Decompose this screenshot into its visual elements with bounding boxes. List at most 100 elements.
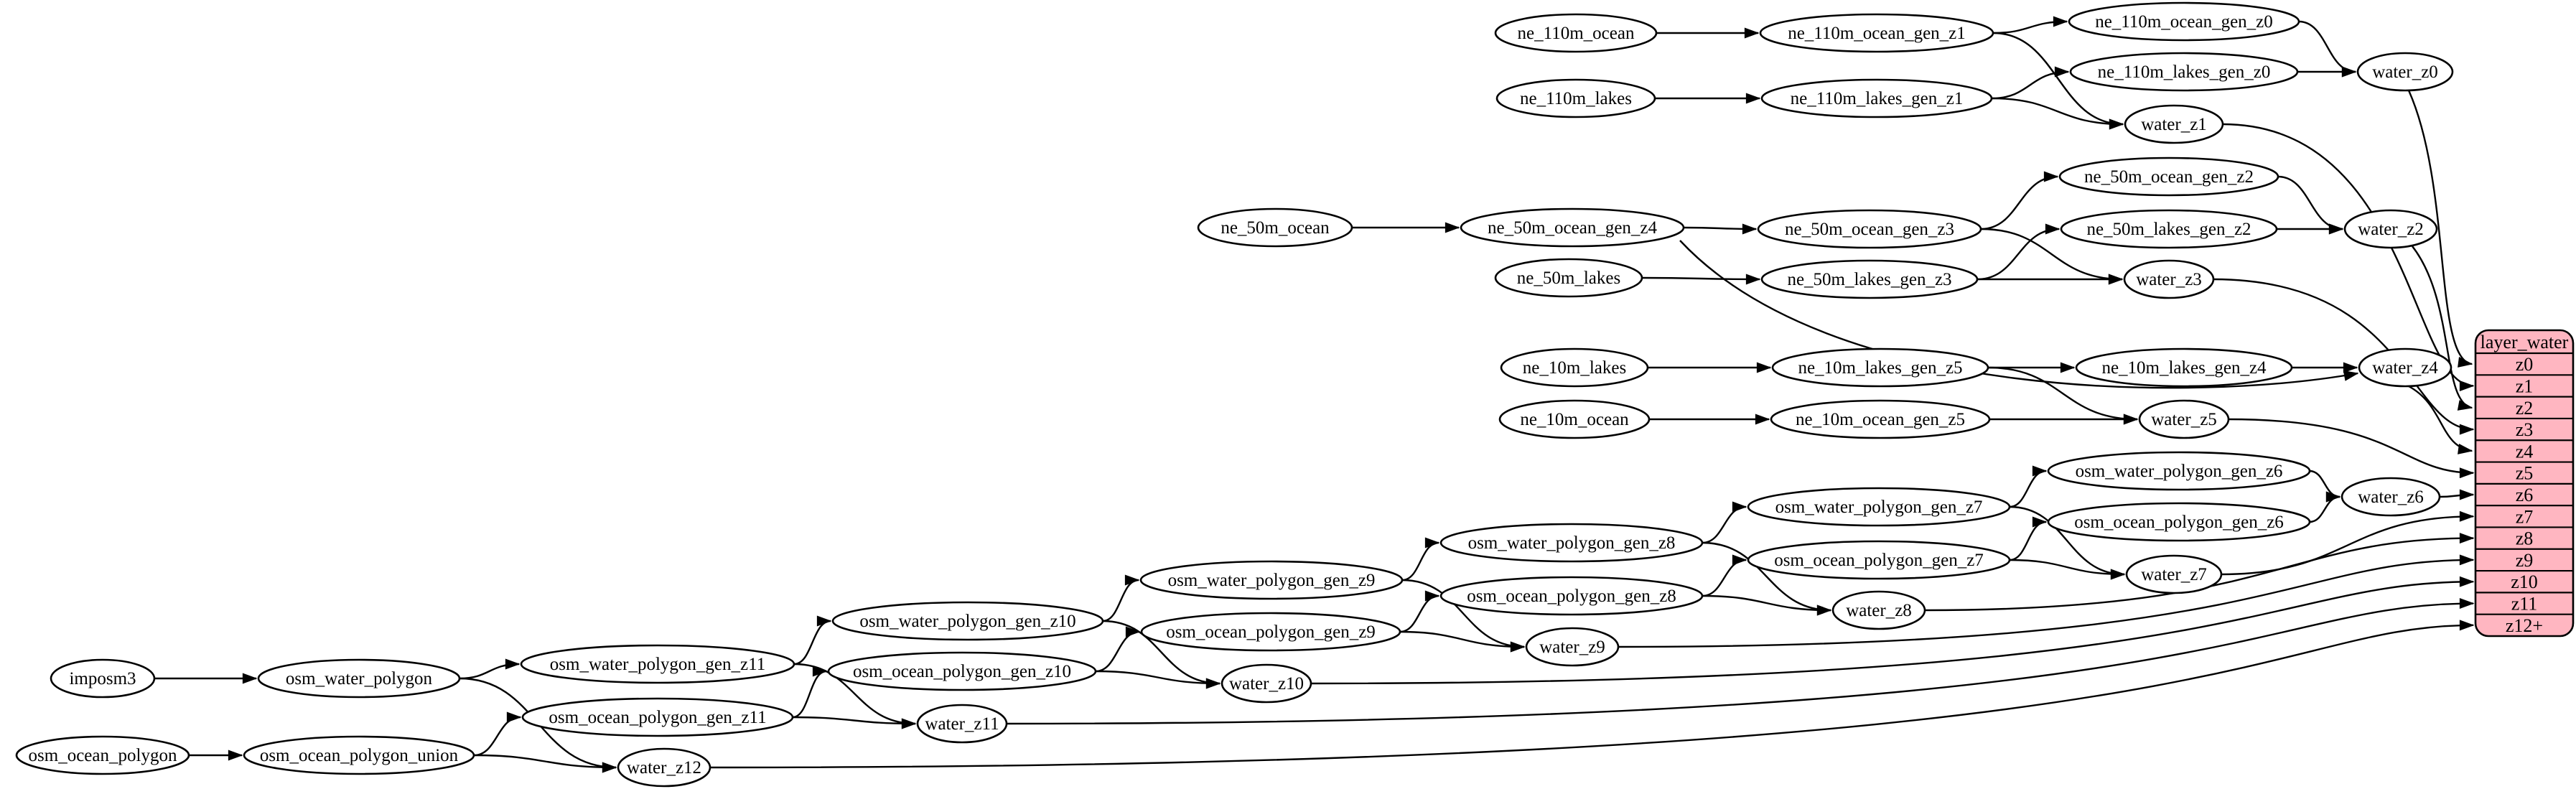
record-row-z4: z4 [2516, 441, 2534, 462]
edge-water_z2-to-layer_water-z2 [2412, 246, 2473, 411]
record-row-z2: z2 [2516, 398, 2534, 419]
node-label-ne_50m_lakes_gen_z3: ne_50m_lakes_gen_z3 [1787, 270, 1951, 289]
node-label-water_z8: water_z8 [1846, 601, 1912, 620]
node-shape-ne_110m_ocean_gen_z1 [1759, 13, 1994, 53]
node-osm_ocean_polygon_gen_z8: osm_ocean_polygon_gen_z8 [1439, 576, 1704, 616]
node-label-water_z6: water_z6 [2358, 487, 2424, 507]
node-shape-ne_110m_ocean [1494, 13, 1658, 53]
edge-water_z1-to-layer_water-z1 [2222, 123, 2475, 391]
node-osm_water_polygon_gen_z9: osm_water_polygon_gen_z9 [1139, 560, 1404, 600]
node-shape-osm_water_polygon_gen_z6 [2047, 451, 2311, 491]
edge-water_z5-to-layer_water-z5 [2228, 418, 2475, 479]
node-ne_110m_lakes: ne_110m_lakes [1495, 78, 1656, 118]
node-osm_ocean_polygon_union: osm_ocean_polygon_union [243, 735, 475, 775]
node-label-water_z2: water_z2 [2358, 220, 2424, 239]
node-osm_water_polygon_gen_z8: osm_water_polygon_gen_z8 [1439, 523, 1704, 563]
node-shape-osm_ocean_polygon_union [243, 735, 475, 775]
node-ne_10m_lakes_gen_z5: ne_10m_lakes_gen_z5 [1771, 347, 1989, 388]
node-shape-ne_110m_lakes [1495, 78, 1656, 118]
node-ne_10m_lakes: ne_10m_lakes [1500, 347, 1649, 388]
edge-water_z0-to-layer_water-z0 [2407, 90, 2473, 368]
record-row-z1: z1 [2516, 375, 2534, 396]
node-label-ne_10m_ocean_gen_z5: ne_10m_ocean_gen_z5 [1796, 410, 1965, 429]
node-water_z7: water_z7 [2125, 554, 2223, 594]
node-water_z10: water_z10 [1221, 663, 1312, 704]
node-shape-water_z9 [1525, 627, 1620, 667]
node-shape-ne_50m_ocean_gen_z3 [1757, 209, 1982, 249]
record-row-z5: z5 [2516, 463, 2534, 484]
node-label-osm_ocean_polygon_gen_z11: osm_ocean_polygon_gen_z11 [549, 708, 766, 727]
node-shape-osm_ocean_polygon_gen_z11 [521, 697, 794, 737]
node-label-water_z11: water_z11 [925, 714, 999, 734]
record-row-z12+: z12+ [2506, 615, 2543, 636]
node-shape-water_z8 [1831, 590, 1926, 630]
node-label-osm_water_polygon: osm_water_polygon [286, 669, 433, 688]
edge-osm_ocean_polygon_gen_z8-to-osm_ocean_polygon_gen_z7 [1702, 554, 1747, 597]
record-row-z9: z9 [2516, 550, 2534, 571]
node-shape-ne_50m_lakes_gen_z2 [2060, 209, 2278, 249]
node-shape-water_z0 [2356, 52, 2454, 92]
node-shape-water_z7 [2125, 554, 2223, 594]
edge-osm_ocean_polygon_gen_z7-to-water_z7 [2009, 559, 2126, 580]
node-shape-osm_water_polygon_gen_z7 [1747, 487, 2011, 527]
node-label-water_z12: water_z12 [627, 758, 701, 778]
node-shape-ne_10m_lakes [1500, 347, 1649, 388]
node-shape-ne_10m_ocean_gen_z5 [1770, 399, 1991, 439]
node-osm_ocean_polygon_gen_z7: osm_ocean_polygon_gen_z7 [1747, 540, 2011, 580]
edge-water_z9-to-layer_water-z9 [1618, 554, 2475, 648]
node-ne_50m_ocean_gen_z2: ne_50m_ocean_gen_z2 [2058, 157, 2279, 197]
record-title: layer_water [2481, 332, 2569, 353]
edge-osm_water_polygon_gen_z11-to-osm_water_polygon_gen_z10 [793, 615, 832, 666]
node-shape-water_z3 [2123, 259, 2215, 299]
node-shape-osm_ocean_polygon [15, 735, 190, 775]
edge-ne_50m_ocean_gen_z4-to-ne_50m_ocean_gen_z3 [1683, 223, 1758, 235]
node-ne_50m_ocean_gen_z4: ne_50m_ocean_gen_z4 [1460, 207, 1685, 248]
edge-ne_110m_ocean_gen_z1-to-water_z1 [1992, 32, 2124, 130]
record-layer_water: layer_waterz0z1z2z3z4z5z6z7z8z9z10z11z12… [2474, 329, 2575, 638]
edge-ne_50m_ocean_gen_z3-to-water_z3 [1980, 228, 2124, 285]
edge-ne_110m_lakes_gen_z1-to-ne_110m_lakes_gen_z0 [1991, 66, 2070, 100]
node-ne_10m_lakes_gen_z4: ne_10m_lakes_gen_z4 [2075, 347, 2293, 388]
node-water_z9: water_z9 [1525, 627, 1620, 667]
node-ne_50m_lakes_gen_z3: ne_50m_lakes_gen_z3 [1760, 259, 1979, 299]
node-osm_water_polygon: osm_water_polygon [257, 658, 461, 699]
node-label-osm_ocean_polygon_gen_z10: osm_ocean_polygon_gen_z10 [853, 662, 1071, 681]
node-ne_50m_lakes: ne_50m_lakes [1494, 258, 1643, 298]
edge-osm_ocean_polygon_gen_z8-to-water_z8 [1702, 594, 1832, 616]
node-water_z8: water_z8 [1831, 590, 1926, 630]
node-osm_water_polygon_gen_z7: osm_water_polygon_gen_z7 [1747, 487, 2011, 527]
edge-osm_ocean_polygon_gen_z9-to-water_z9 [1399, 630, 1526, 653]
node-shape-water_z11 [916, 704, 1008, 744]
node-label-ne_110m_lakes_gen_z1: ne_110m_lakes_gen_z1 [1791, 89, 1964, 108]
node-shape-osm_ocean_polygon_gen_z8 [1439, 576, 1704, 616]
node-label-osm_water_polygon_gen_z8: osm_water_polygon_gen_z8 [1468, 533, 1676, 553]
node-label-water_z0: water_z0 [2372, 62, 2438, 82]
node-water_z1: water_z1 [2124, 104, 2224, 144]
node-water_z0: water_z0 [2356, 52, 2454, 92]
node-label-osm_ocean_polygon: osm_ocean_polygon [29, 746, 177, 765]
node-ne_50m_lakes_gen_z2: ne_50m_lakes_gen_z2 [2060, 209, 2278, 249]
node-label-ne_50m_ocean_gen_z3: ne_50m_ocean_gen_z3 [1785, 220, 1954, 239]
node-shape-osm_ocean_polygon_gen_z9 [1140, 612, 1401, 652]
edge-osm_ocean_polygon_gen_z10-to-osm_ocean_polygon_gen_z9 [1095, 626, 1141, 673]
node-water_z5: water_z5 [2138, 399, 2230, 439]
edge-osm_water_polygon_gen_z10-to-osm_water_polygon_gen_z9 [1102, 574, 1140, 622]
edge-osm_water_polygon_gen_z9-to-osm_water_polygon_gen_z8 [1401, 537, 1440, 582]
node-shape-ne_110m_lakes_gen_z0 [2069, 52, 2299, 92]
node-osm_ocean_polygon_gen_z9: osm_ocean_polygon_gen_z9 [1140, 612, 1401, 652]
node-label-water_z1: water_z1 [2141, 115, 2207, 134]
record-row-z7: z7 [2516, 506, 2534, 527]
node-ne_110m_ocean_gen_z1: ne_110m_ocean_gen_z1 [1759, 13, 1994, 53]
node-imposm3: imposm3 [50, 658, 156, 699]
node-label-ne_50m_ocean_gen_z2: ne_50m_ocean_gen_z2 [2084, 167, 2254, 187]
node-shape-ne_110m_ocean_gen_z0 [2068, 1, 2300, 42]
node-label-ne_10m_ocean: ne_10m_ocean [1520, 410, 1629, 429]
edge-osm_water_polygon_gen_z6-to-water_z6 [2309, 470, 2341, 503]
node-label-osm_ocean_polygon_gen_z6: osm_ocean_polygon_gen_z6 [2074, 513, 2284, 532]
node-water_z11: water_z11 [916, 704, 1008, 744]
node-label-ne_110m_ocean_gen_z1: ne_110m_ocean_gen_z1 [1788, 24, 1966, 43]
node-water_z3: water_z3 [2123, 259, 2215, 299]
node-label-water_z7: water_z7 [2141, 565, 2207, 584]
node-shape-ne_50m_ocean [1197, 207, 1353, 248]
